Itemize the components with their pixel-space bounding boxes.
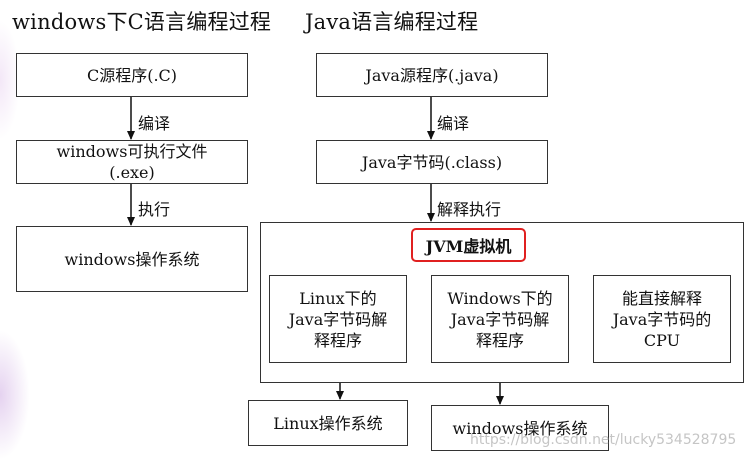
bytecode-label: Java字节码(.class) [361,152,503,172]
watermark: https://blog.csdn.net/lucky534528795 [470,432,737,448]
left-run-label: 执行 [138,200,171,219]
left-windows-os-box: windows操作系统 [16,226,248,292]
right-title: Java语言编程过程 [305,10,479,34]
bytecode-box: Java字节码(.class) [316,140,548,184]
left-title: windows下C语言编程过程 [12,10,272,34]
right-compile-label: 编译 [437,114,470,133]
right-windows-os-box: windows操作系统 [431,405,609,451]
exe-label: windows可执行文件 (.exe) [56,142,208,182]
jvm-label: JVM虚拟机 [425,237,512,256]
java-source-label: Java源程序(.java) [365,65,499,85]
jvm-label-box: JVM虚拟机 [411,228,526,262]
c-source-box: C源程序(.C) [16,53,248,97]
cpu-box: 能直接解释 Java字节码的 CPU [593,275,731,363]
linux-interpreter-label: Linux下的 Java字节码解 释程序 [288,288,388,350]
left-compile-label: 编译 [138,114,171,133]
left-windows-os-label: windows操作系统 [64,249,200,269]
right-windows-os-label: windows操作系统 [452,418,588,438]
interpret-label: 解释执行 [437,200,502,219]
linux-interpreter-box: Linux下的 Java字节码解 释程序 [269,275,407,363]
exe-box: windows可执行文件 (.exe) [16,140,248,184]
background-decoration [0,20,20,140]
linux-os-box: Linux操作系统 [248,400,408,446]
windows-interpreter-box: Windows下的 Java字节码解 释程序 [431,275,569,363]
linux-os-label: Linux操作系统 [273,413,383,433]
c-source-label: C源程序(.C) [86,65,178,85]
windows-interpreter-label: Windows下的 Java字节码解 释程序 [447,288,553,350]
cpu-label: 能直接解释 Java字节码的 CPU [612,288,712,350]
java-source-box: Java源程序(.java) [316,53,548,97]
